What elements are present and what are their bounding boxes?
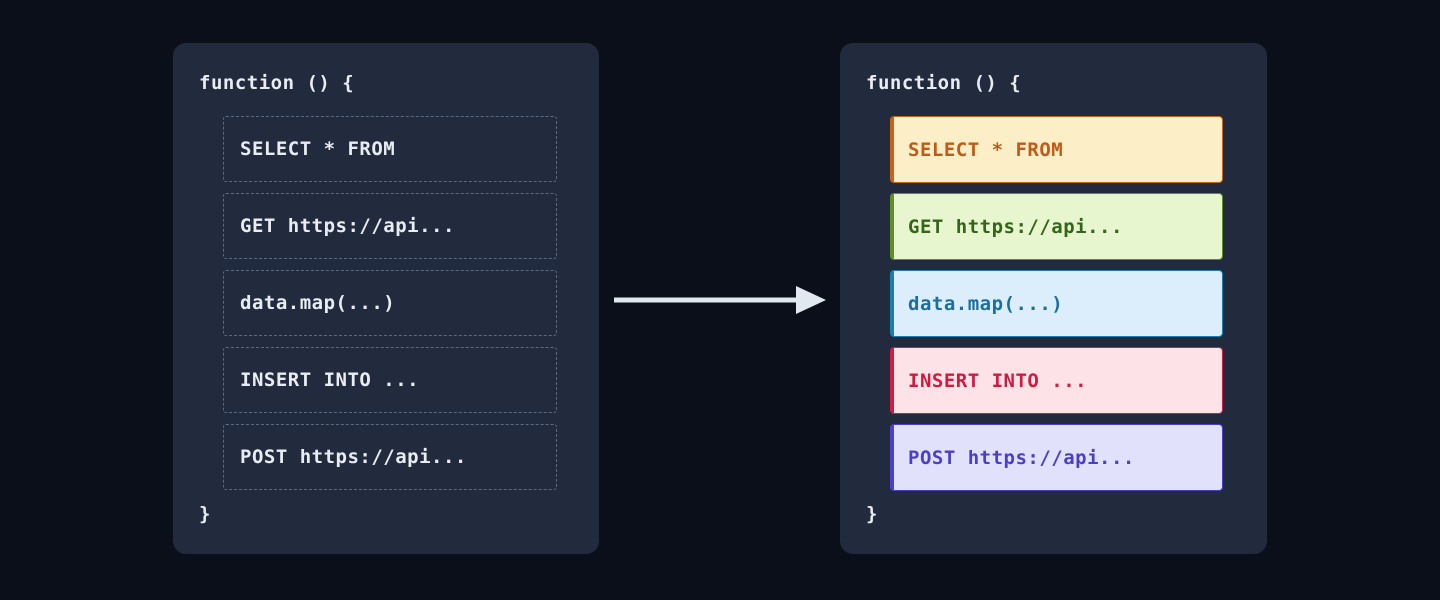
before-code-block[interactable]: GET https://api...	[223, 193, 557, 259]
highlighted-code-block-label: INSERT INTO ...	[908, 369, 1088, 392]
highlighted-code-block[interactable]: POST https://api...	[890, 424, 1223, 491]
highlighted-code-block-label: SELECT * FROM	[908, 138, 1064, 161]
highlighted-code-block[interactable]: INSERT INTO ...	[890, 347, 1223, 414]
before-code-block-label: SELECT * FROM	[240, 138, 396, 160]
before-code-block-label: INSERT INTO ...	[240, 369, 420, 391]
highlighted-code-block-label: POST https://api...	[908, 446, 1135, 469]
before-code-block[interactable]: INSERT INTO ...	[223, 347, 557, 413]
before-code-block-label: data.map(...)	[240, 292, 396, 314]
before-code-panel: function () { SELECT * FROM GET https://…	[173, 43, 599, 554]
before-function-open-line: function () {	[199, 72, 355, 94]
highlighted-code-block-label: data.map(...)	[908, 292, 1064, 315]
before-function-close-line: }	[199, 503, 211, 525]
before-block-list: SELECT * FROM GET https://api... data.ma…	[223, 116, 573, 490]
before-code-block-label: POST https://api...	[240, 446, 467, 468]
after-function-close-line: }	[866, 503, 878, 525]
before-code-block[interactable]: SELECT * FROM	[223, 116, 557, 182]
before-code-block[interactable]: data.map(...)	[223, 270, 557, 336]
highlighted-code-block[interactable]: GET https://api...	[890, 193, 1223, 260]
before-code-block[interactable]: POST https://api...	[223, 424, 557, 490]
after-function-open-line: function () {	[866, 72, 1022, 94]
after-code-panel: function () { SELECT * FROM GET https://…	[840, 43, 1267, 554]
right-arrow-icon	[614, 283, 826, 317]
highlighted-code-block[interactable]: SELECT * FROM	[890, 116, 1223, 183]
highlighted-code-block[interactable]: data.map(...)	[890, 270, 1223, 337]
before-code-block-label: GET https://api...	[240, 215, 455, 237]
highlighted-code-block-label: GET https://api...	[908, 215, 1123, 238]
after-block-list: SELECT * FROM GET https://api... data.ma…	[890, 116, 1241, 491]
